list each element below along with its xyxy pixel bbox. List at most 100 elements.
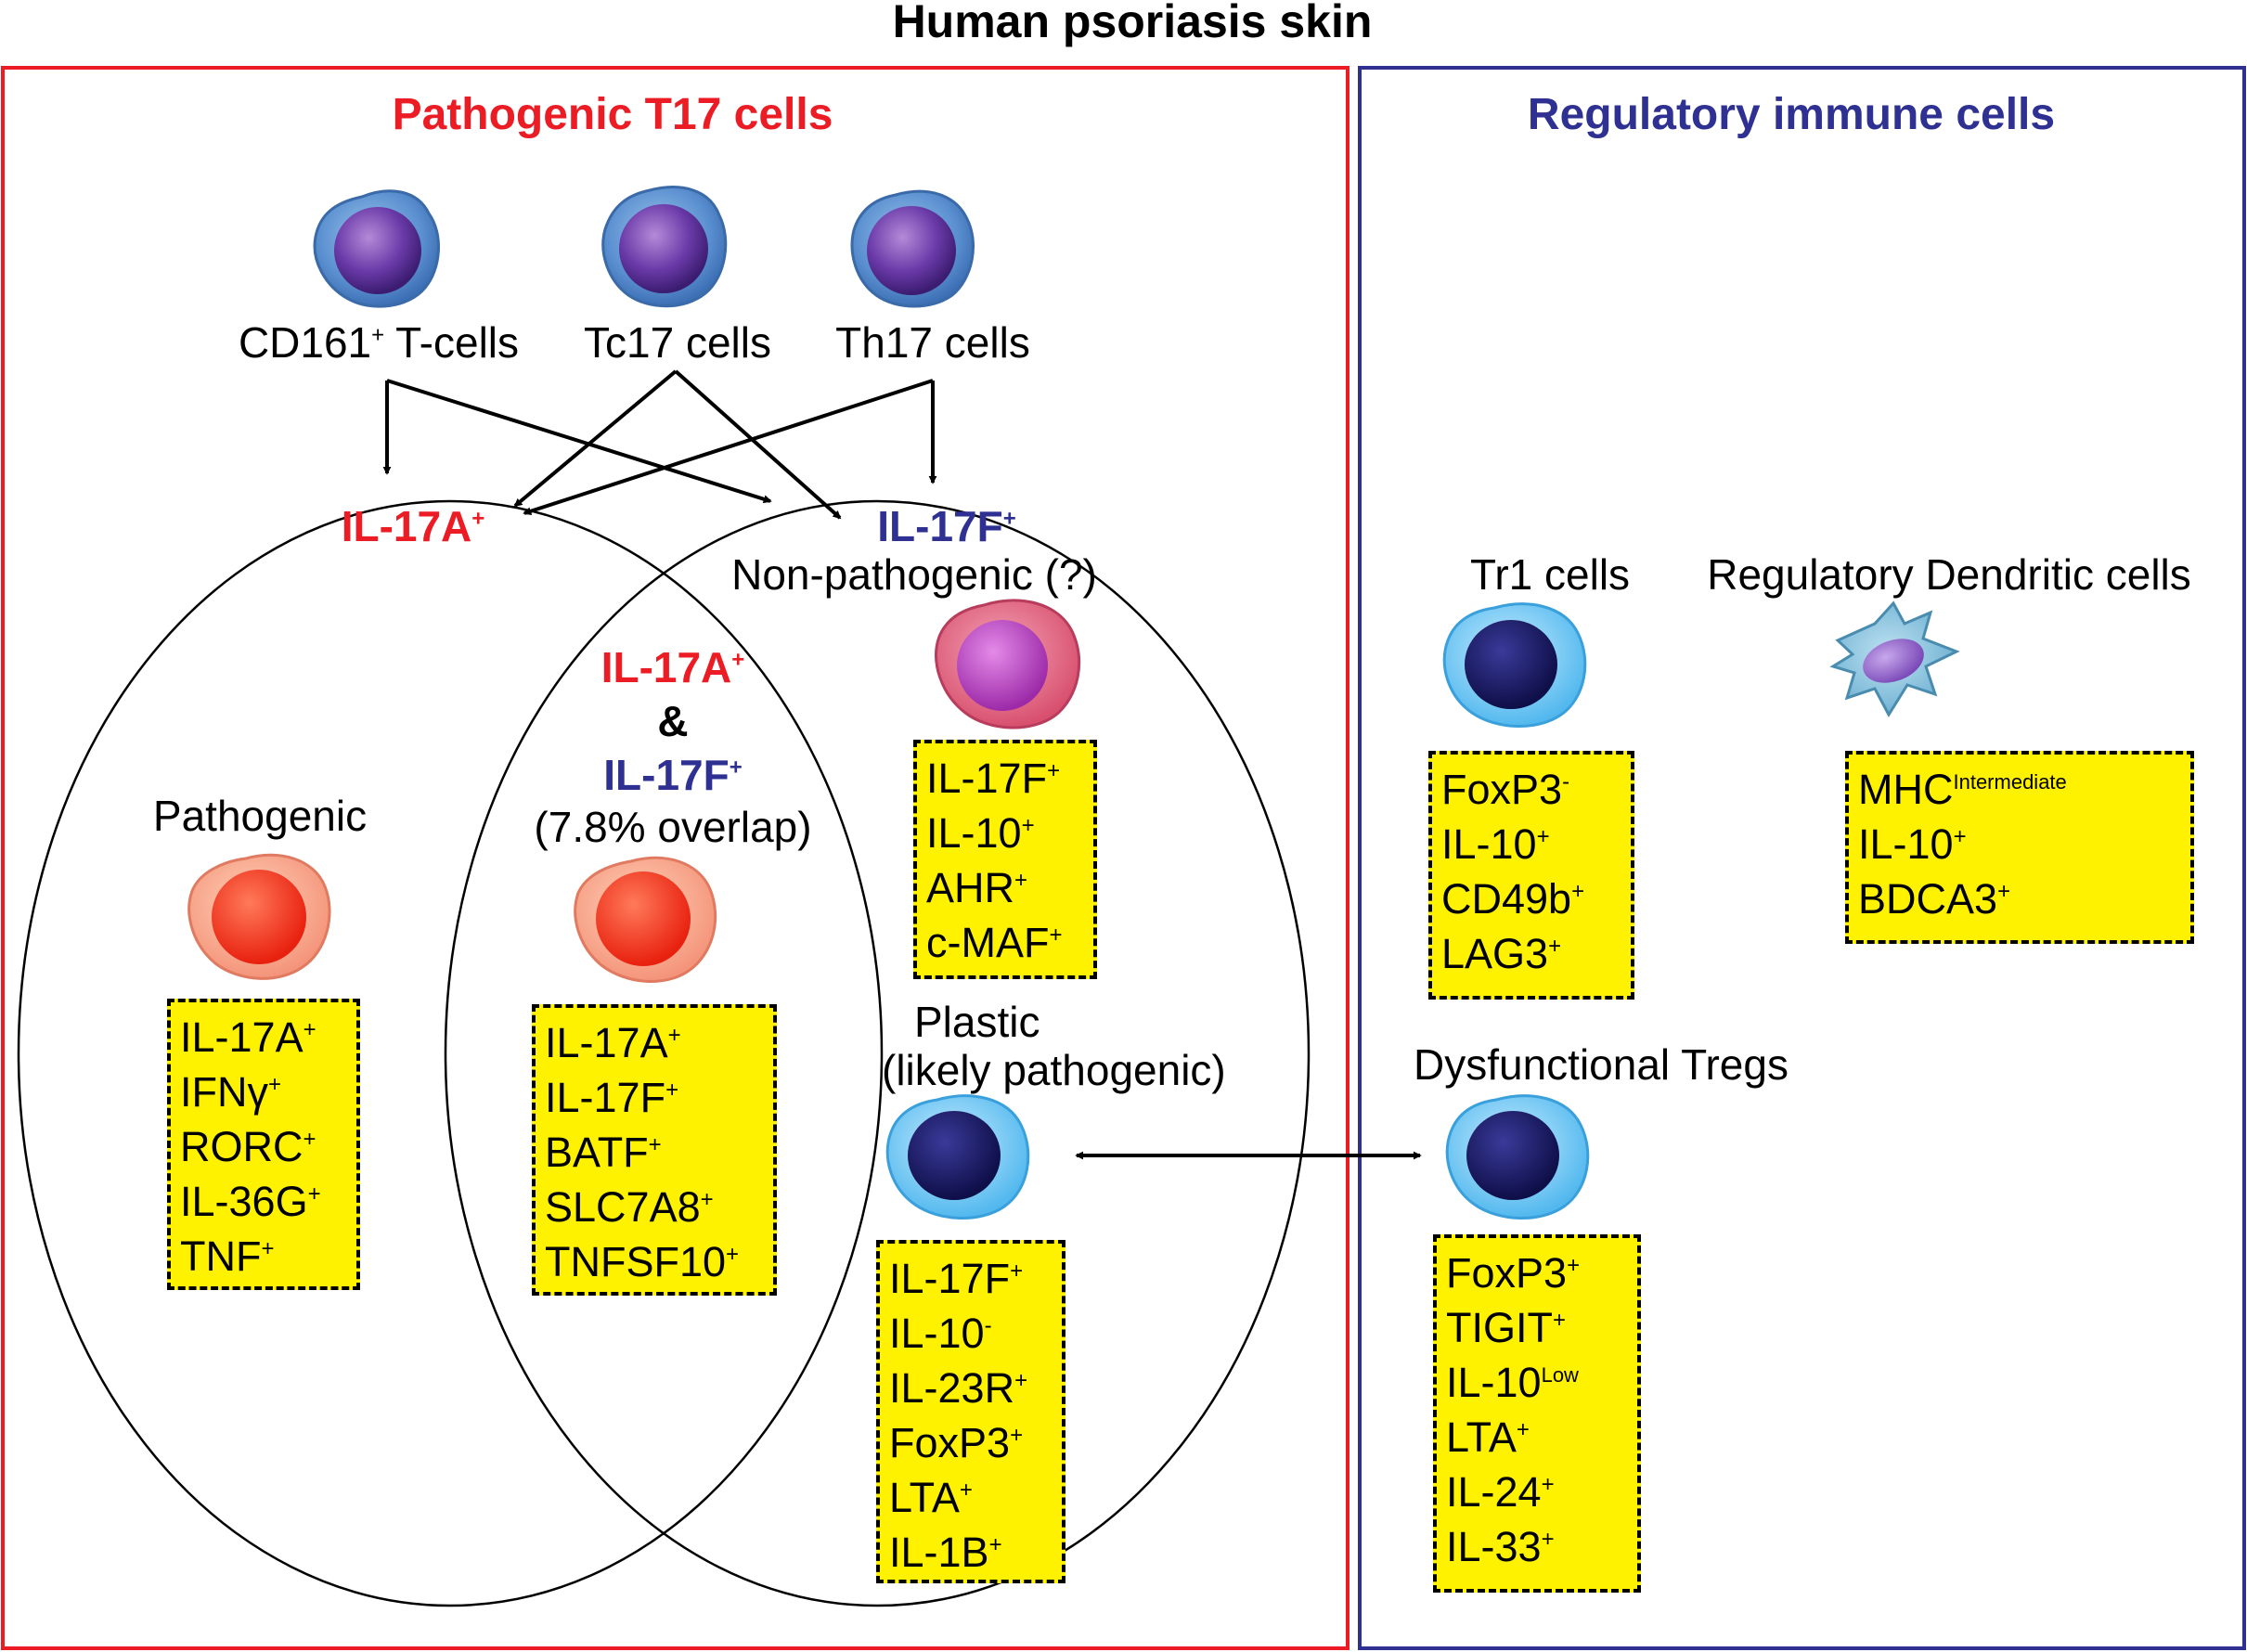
il17f-heading: IL-17F+ — [877, 502, 1016, 550]
marker-item: IL-10- — [889, 1306, 1052, 1361]
marker-superscript: + — [1047, 758, 1061, 783]
marker-item: IL-17A+ — [180, 1010, 347, 1065]
dendritic-cell — [1829, 600, 1960, 717]
marker-item: MHCIntermediate — [1858, 762, 2181, 817]
marker-name: IL-10 — [1441, 820, 1537, 868]
arrow-tc17-to-il17f — [674, 369, 842, 520]
overlap-ampersand: & — [657, 697, 689, 745]
marker-item: IL-17F+ — [545, 1070, 764, 1125]
marker-superscript: + — [959, 1478, 973, 1503]
marker-item: IL-36G+ — [180, 1174, 347, 1229]
marker-item: IL-17F+ — [926, 751, 1084, 806]
marker-superscript: + — [667, 1023, 681, 1048]
marker-superscript: + — [988, 1532, 1002, 1557]
marker-item: TIGIT+ — [1446, 1300, 1628, 1355]
marker-name: IL-24 — [1446, 1468, 1542, 1516]
marker-name: IL-23R — [889, 1364, 1015, 1412]
marker-name: IL-10 — [1446, 1359, 1542, 1406]
pathogenic-label: Pathogenic — [152, 792, 368, 840]
marker-superscript: + — [1541, 1472, 1555, 1497]
marker-superscript: + — [268, 1072, 282, 1097]
marker-item: LAG3+ — [1441, 926, 1621, 981]
plastic-cell — [885, 1094, 1030, 1220]
marker-name: c-MAF — [926, 919, 1050, 966]
marker-name: IL-10 — [1858, 820, 1954, 868]
marker-superscript: + — [303, 1017, 316, 1042]
right-panel-title: Regulatory immune cells — [1527, 90, 2056, 139]
marker-name: SLC7A8 — [545, 1183, 701, 1231]
marker-name: FoxP3 — [889, 1419, 1011, 1466]
left-panel-title: Pathogenic T17 cells — [392, 90, 833, 139]
marker-name: FoxP3 — [1441, 766, 1563, 813]
plastic-marker-box: IL-17F+IL-10-IL-23R+FoxP3+LTA+IL-1B+ — [876, 1240, 1065, 1583]
marker-name: BATF — [545, 1129, 649, 1176]
right-panel-frame — [1358, 66, 2246, 1650]
marker-name: TNFSF10 — [545, 1238, 727, 1285]
marker-item: IL-1B+ — [889, 1525, 1052, 1580]
overlap-cell — [574, 856, 717, 983]
marker-name: IL-1B — [889, 1529, 989, 1576]
cd161-cell — [313, 189, 440, 308]
marker-superscript: + — [307, 1181, 321, 1207]
marker-item: IL-17F+ — [889, 1251, 1052, 1306]
marker-superscript: Intermediate — [1953, 770, 2067, 794]
nonpathogenic-marker-box: IL-17F+IL-10+AHR+c-MAF+ — [913, 740, 1097, 979]
marker-item: CD49b+ — [1441, 871, 1621, 926]
plastic-sublabel: (likely pathogenic) — [882, 1046, 1226, 1094]
marker-superscript: Low — [1541, 1363, 1579, 1387]
pathogenic-cell — [187, 853, 331, 980]
marker-name: FoxP3 — [1446, 1249, 1568, 1297]
marker-name: TNF — [180, 1233, 262, 1280]
marker-name: IL-17F — [545, 1074, 666, 1121]
marker-item: c-MAF+ — [926, 915, 1084, 970]
marker-item: FoxP3+ — [1446, 1245, 1628, 1300]
il17a-ellipse — [17, 499, 884, 1607]
arrow-th17-to-il17a — [523, 379, 934, 516]
marker-superscript: + — [1516, 1417, 1530, 1442]
marker-item: IL-33+ — [1446, 1519, 1628, 1574]
tc17-label: Tc17 cells — [584, 318, 771, 367]
marker-name: IL-17F — [889, 1255, 1011, 1302]
marker-name: IL-33 — [1446, 1523, 1542, 1570]
marker-superscript: + — [1567, 1253, 1581, 1278]
overlap-il17f-heading: IL-17F+ — [603, 751, 743, 799]
marker-item: IL-10+ — [1858, 817, 2181, 871]
marker-item: LTA+ — [1446, 1410, 1628, 1465]
marker-item: BDCA3+ — [1858, 871, 2181, 926]
marker-superscript: + — [1014, 1368, 1028, 1393]
marker-superscript: + — [1049, 923, 1063, 948]
marker-name: AHR — [926, 864, 1015, 911]
marker-superscript: + — [1010, 1258, 1024, 1284]
pathogenic-marker-box: IL-17A+IFNγ+RORC+IL-36G+TNF+ — [167, 999, 360, 1290]
marker-item: AHR+ — [926, 860, 1084, 915]
marker-name: BDCA3 — [1858, 875, 1998, 923]
marker-item: IL-24+ — [1446, 1465, 1628, 1519]
nonpathogenic-cell — [935, 599, 1081, 729]
marker-superscript: + — [261, 1236, 275, 1261]
marker-superscript: - — [1562, 769, 1570, 794]
marker-item: IL-23R+ — [889, 1361, 1052, 1415]
dysfunctional-tregs-label: Dysfunctional Tregs — [1414, 1040, 1789, 1089]
marker-name: CD49b — [1441, 875, 1572, 923]
marker-name: IL-10 — [889, 1310, 985, 1357]
marker-item: TNFSF10+ — [545, 1234, 764, 1289]
regulatory-dc-label: Regulatory Dendritic cells — [1707, 550, 2191, 599]
marker-superscript: + — [700, 1187, 714, 1212]
marker-name: RORC — [180, 1123, 303, 1170]
overlap-marker-box: IL-17A+IL-17F+BATF+SLC7A8+TNFSF10+ — [532, 1004, 777, 1296]
marker-item: TNF+ — [180, 1229, 347, 1284]
marker-item: LTA+ — [889, 1470, 1052, 1525]
tr1-marker-box: FoxP3- IL-10+CD49b+LAG3+ — [1428, 751, 1634, 1000]
marker-item: IL-10+ — [1441, 817, 1621, 871]
th17-label: Th17 cells — [835, 318, 1030, 367]
marker-item: SLC7A8+ — [545, 1180, 764, 1234]
plastic-label: Plastic — [914, 998, 1040, 1046]
marker-name: IFNγ — [180, 1068, 268, 1116]
marker-name: IL-36G — [180, 1178, 308, 1225]
marker-item: IL-10+ — [926, 806, 1084, 860]
marker-item: IL-10Low — [1446, 1355, 1628, 1410]
marker-superscript: + — [1014, 868, 1028, 893]
arrow-tc17-to-il17a — [513, 369, 678, 508]
